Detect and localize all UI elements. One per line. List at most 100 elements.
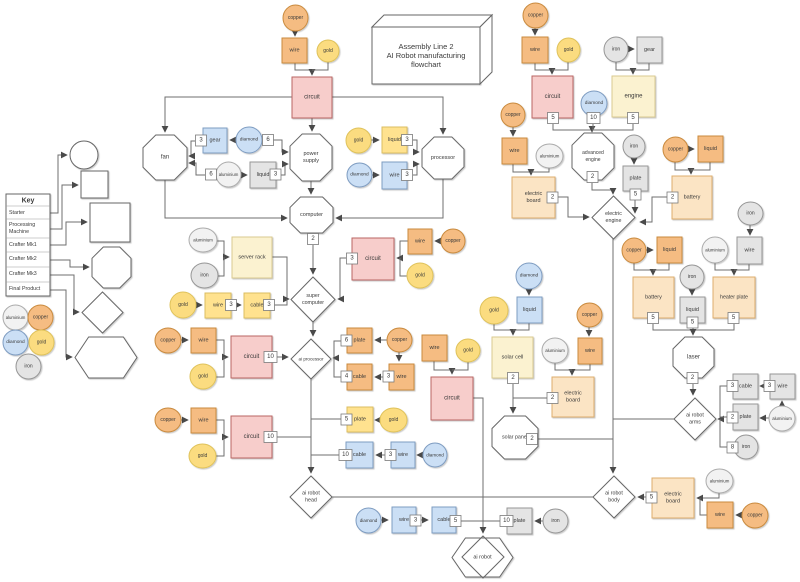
connector [218,257,225,277]
count-badge-5: 5 [629,188,642,201]
connector [552,124,596,133]
ai-robot-arms-shape [673,397,717,441]
badge-count: 2 [591,174,595,180]
node-legend-copper: copper [27,304,54,331]
node-label: wire [584,348,595,354]
connector [164,180,288,222]
node-circuit-5: circuit [430,376,474,421]
processor-shape [421,136,465,180]
node-label: gold [178,302,188,308]
aluminium-3-shape [535,143,564,169]
node-key-rect [89,202,131,243]
connector [50,218,88,246]
node-label: copper [582,312,598,318]
node-legend-diamond: diamond [2,329,29,356]
node-label: liquid [704,146,717,152]
gold-2-shape [345,127,372,154]
count-badge-3: 3 [401,134,413,146]
circuit-2-shape [351,237,395,281]
node-label: gold [198,453,208,459]
node-label: gold [564,47,574,53]
laser-shape [672,336,715,379]
node-label: wire [414,239,425,245]
count-badge-6: 6 [340,334,353,347]
badge-count: 5 [651,315,655,321]
copper-1-shape [282,4,309,32]
super-computer-shape [290,276,336,323]
electric-engine-shape [591,195,636,240]
node-label: gear [209,138,220,144]
aluminium-6-shape [705,468,734,494]
wire-5-shape [521,36,549,64]
connector [337,257,346,303]
node-label: fan [161,155,169,161]
copper-4-shape [500,102,526,128]
iron-5-shape [679,264,705,290]
copper-10-shape [154,407,182,433]
badge-count: 2 [311,236,315,242]
node-copper-10: copper [154,407,182,433]
badge-count: 2 [530,436,534,442]
node-iron-2: iron [603,36,629,63]
badge-count: 10 [503,518,510,524]
node-gear-2: gear [636,36,663,64]
node-gold-9: gold [379,407,408,433]
count-badge-3: 3 [346,252,358,265]
gold-3-shape [169,291,197,319]
count-badge-2: 2 [307,233,319,245]
node-label: heater plate [720,295,748,301]
node-label: ai robot [473,555,492,561]
node-copper-6: copper [621,237,647,264]
node-copper-11: copper [576,302,603,328]
connector [274,299,288,306]
node-copper-8: copper [154,327,182,354]
count-badge-8: 8 [726,441,739,454]
node-label: circuit [365,256,381,262]
connector [512,164,535,176]
node-label: liquid [663,247,676,253]
count-badge-5: 5 [627,112,639,124]
gold-7-shape [455,338,481,363]
count-badge-2: 2 [586,171,599,183]
connector [216,339,229,361]
plate-4-shape [346,406,374,433]
key-rect-shape [89,202,131,243]
count-badge-5: 5 [449,515,462,527]
node-heater-plate: heater plate [712,276,756,319]
key-octagon-shape [91,246,132,289]
connector [693,324,735,331]
node-label: iron [746,211,755,217]
badge-count: 10 [267,434,274,440]
node-label: plate [354,338,366,344]
node-label: liquid [686,307,699,313]
node-label: wire [398,517,409,523]
connector [591,183,617,195]
circuit-1-shape [291,76,333,119]
aluminium-4-shape [701,236,729,264]
battery-1-shape [671,175,713,220]
node-circuit-4: circuit [230,335,273,379]
battery-2-shape [632,276,675,319]
iron-2-shape [603,36,629,63]
connector [633,263,657,276]
node-copper-9: copper [386,327,413,353]
connector [412,139,420,156]
copper-2-shape [440,228,466,254]
node-label: copper [392,337,408,343]
count-badge-5: 5 [645,491,658,504]
node-wire-9: wire [706,501,734,529]
node-label: diamond [585,100,604,106]
count-badge-10: 10 [263,431,278,443]
count-badge-6: 6 [205,168,217,181]
node-label: processor [431,155,455,161]
node-liquid-4: liquid [656,236,683,264]
node-label: gold [463,348,473,354]
node-label: wire [395,374,406,380]
node-label: copper [528,13,544,19]
node-wire-1: wire [281,37,308,64]
node-label: wire [743,248,754,254]
